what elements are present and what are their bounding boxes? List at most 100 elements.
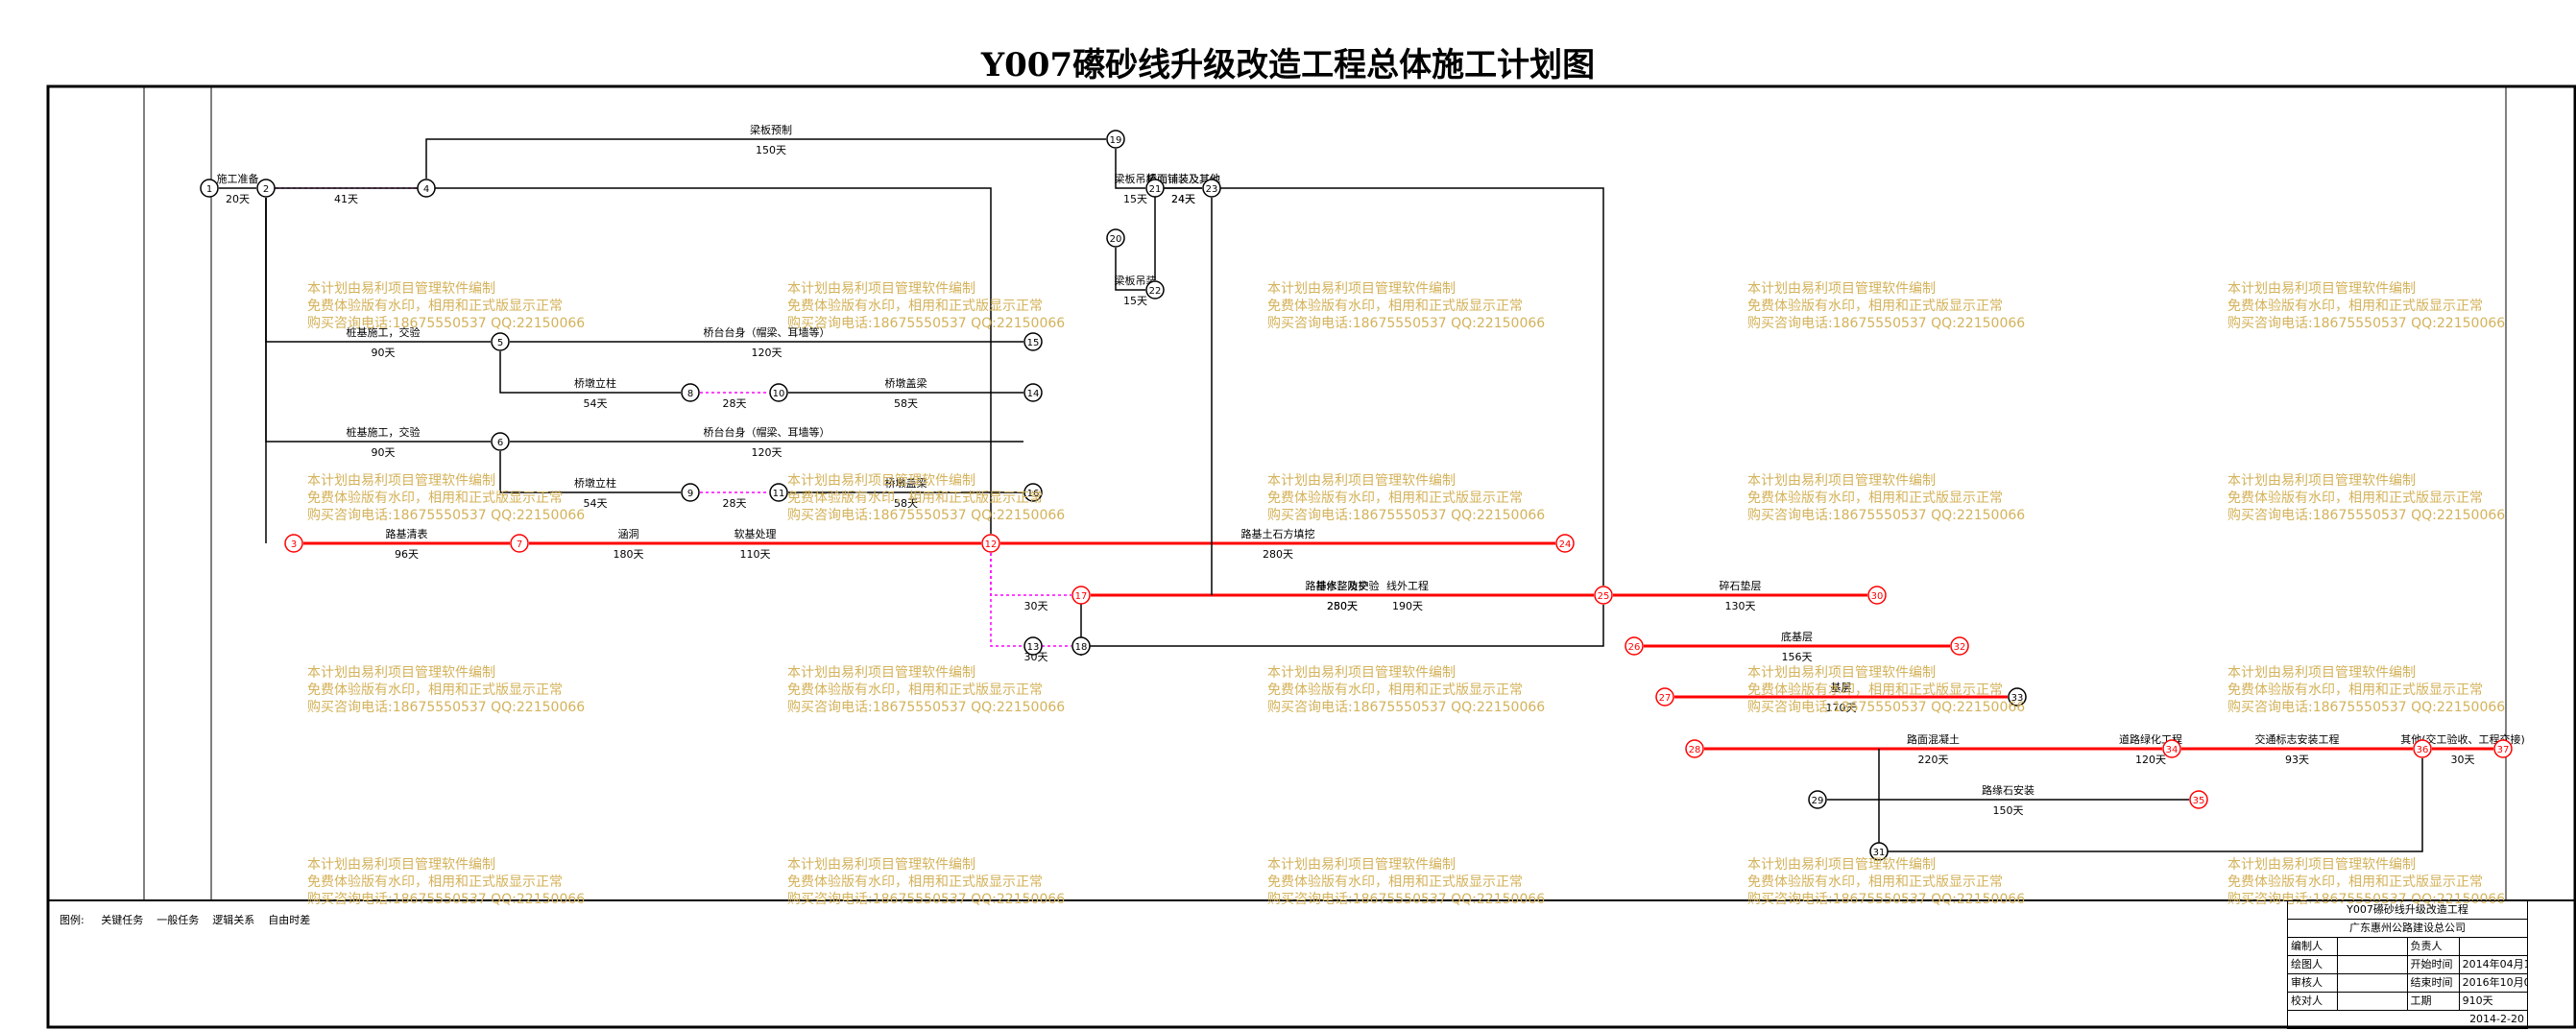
svg-text:28: 28 bbox=[1689, 745, 1701, 755]
tb-row: 审核人结束时间2016年10月05日 bbox=[2287, 974, 2528, 993]
svg-text:33: 33 bbox=[2011, 693, 2024, 704]
event-node-24: 24 bbox=[1555, 534, 1575, 553]
event-node-30: 30 bbox=[1867, 586, 1887, 605]
svg-text:29: 29 bbox=[1812, 796, 1824, 806]
watermark-text: 本计划由易利项目管理软件编制免费体验版有水印，相用和正式版显示正常购买咨询电话:… bbox=[2227, 857, 2506, 907]
svg-text:26: 26 bbox=[1628, 642, 1641, 653]
tb-cell bbox=[2338, 974, 2408, 992]
event-node-4: 4 bbox=[417, 179, 436, 198]
activity-name: 路缘石安装 bbox=[1982, 783, 2034, 797]
activity-duration: 110天 bbox=[740, 548, 771, 561]
activity-name: 碎石垫层 bbox=[1720, 579, 1762, 592]
legend-item: 逻辑关系 bbox=[212, 914, 255, 926]
event-node-6: 6 bbox=[491, 432, 510, 451]
watermark-text: 本计划由易利项目管理软件编制免费体验版有水印，相用和正式版显示正常购买咨询电话:… bbox=[307, 857, 586, 907]
event-node-20: 20 bbox=[1106, 228, 1125, 248]
event-node-13: 13 bbox=[1023, 636, 1043, 656]
activity-name: 梁板吊装 bbox=[1115, 172, 1157, 185]
activity-name: 桥墩立柱 bbox=[574, 476, 616, 490]
activity-duration: 15天 bbox=[1123, 295, 1147, 307]
tb-cell: 2014年04月10日 bbox=[2460, 956, 2528, 973]
svg-text:13: 13 bbox=[1027, 642, 1040, 653]
activity-28-34: 路面混凝土 220天 bbox=[1704, 732, 2162, 766]
event-node-27: 27 bbox=[1655, 687, 1674, 707]
event-node-14: 14 bbox=[1023, 383, 1043, 402]
event-node-22: 22 bbox=[1145, 280, 1165, 299]
tb-row: 编制人负责人 bbox=[2287, 938, 2528, 956]
activity-duration: 15天 bbox=[1123, 193, 1147, 205]
event-node-17: 17 bbox=[1071, 586, 1091, 605]
tb-cell: 结束时间 bbox=[2408, 974, 2460, 992]
watermark-text: 本计划由易利项目管理软件编制免费体验版有水印，相用和正式版显示正常购买咨询电话:… bbox=[1747, 473, 2026, 523]
tb-cell bbox=[2338, 993, 2408, 1010]
activity-duration: 24天 bbox=[1171, 193, 1195, 205]
activity-name: 桥墩立柱 bbox=[574, 376, 616, 390]
activity-name: 桥墩盖梁 bbox=[885, 376, 927, 390]
watermark-text: 本计划由易利项目管理软件编制免费体验版有水印，相用和正式版显示正常购买咨询电话:… bbox=[787, 281, 1066, 331]
svg-text:3: 3 bbox=[291, 539, 297, 550]
activity-name: 基层 bbox=[1831, 682, 1852, 694]
activity-name: 软基处理 bbox=[734, 527, 777, 540]
watermark-text: 本计划由易利项目管理软件编制免费体验版有水印，相用和正式版显示正常购买咨询电话:… bbox=[2227, 665, 2506, 715]
event-node-37: 37 bbox=[2493, 739, 2513, 758]
event-node-15: 15 bbox=[1023, 332, 1043, 351]
tb-cell: 910天 bbox=[2460, 993, 2528, 1010]
tb-date: 2014-2-20 bbox=[2288, 1011, 2528, 1028]
activity-duration: 90天 bbox=[372, 347, 396, 359]
svg-text:16: 16 bbox=[1027, 489, 1040, 499]
svg-text:17: 17 bbox=[1075, 591, 1088, 602]
svg-text:35: 35 bbox=[2193, 796, 2205, 806]
activity-8-10: 28天 bbox=[700, 392, 769, 410]
svg-text:37: 37 bbox=[2497, 745, 2510, 755]
svg-text:1: 1 bbox=[206, 184, 212, 195]
event-node-23: 23 bbox=[1202, 179, 1221, 198]
event-node-33: 33 bbox=[2008, 687, 2027, 707]
activity-7-12: 软基处理 110天 bbox=[529, 527, 981, 561]
event-node-1: 1 bbox=[200, 179, 219, 198]
svg-text:32: 32 bbox=[1954, 642, 1966, 653]
event-node-5: 5 bbox=[491, 332, 510, 351]
activity-name: 桥台台身（帽梁、耳墙等） bbox=[704, 325, 831, 339]
tb-cell: 工期 bbox=[2408, 993, 2460, 1010]
activity-name: 梁板预制 bbox=[750, 123, 792, 136]
activity-duration: 150天 bbox=[1993, 804, 2024, 817]
svg-text:18: 18 bbox=[1075, 642, 1088, 653]
activity-duration: 120天 bbox=[2135, 754, 2166, 766]
event-node-21: 21 bbox=[1145, 179, 1165, 198]
activity-duration: 190天 bbox=[1392, 600, 1423, 612]
event-node-8: 8 bbox=[681, 383, 700, 402]
activity-name: 桥面铺装及其他 bbox=[1146, 173, 1220, 185]
activity-duration: 180天 bbox=[614, 548, 644, 561]
watermark-text: 本计划由易利项目管理软件编制免费体验版有水印，相用和正式版显示正常购买咨询电话:… bbox=[1267, 665, 1546, 715]
activity-duration: 220天 bbox=[1918, 754, 1949, 766]
svg-text:31: 31 bbox=[1873, 848, 1886, 858]
tb-cell bbox=[2338, 956, 2408, 973]
watermark-text: 本计划由易利项目管理软件编制免费体验版有水印，相用和正式版显示正常购买咨询电话:… bbox=[787, 857, 1066, 907]
event-node-32: 32 bbox=[1950, 636, 1969, 656]
activity-duration: 150天 bbox=[756, 144, 786, 156]
svg-text:15: 15 bbox=[1027, 338, 1040, 348]
event-node-29: 29 bbox=[1808, 790, 1827, 809]
activity-duration: 58天 bbox=[894, 497, 918, 510]
activity-duration: 93天 bbox=[2285, 754, 2309, 766]
activity-name: 路基土石方填挖 bbox=[1241, 527, 1315, 540]
event-node-16: 16 bbox=[1023, 483, 1043, 502]
activity-name: 路面混凝土 bbox=[1907, 732, 1960, 746]
tb-cell bbox=[2338, 938, 2408, 955]
svg-text:4: 4 bbox=[423, 184, 429, 195]
tb-cell: 负责人 bbox=[2408, 938, 2460, 955]
svg-text:6: 6 bbox=[497, 438, 503, 448]
svg-text:2: 2 bbox=[263, 184, 269, 195]
activity-duration: 280天 bbox=[1327, 600, 1358, 612]
event-node-28: 28 bbox=[1685, 739, 1704, 758]
activity-12-17: 30天 bbox=[990, 553, 1071, 612]
activity-name: 施工准备 bbox=[217, 172, 259, 185]
